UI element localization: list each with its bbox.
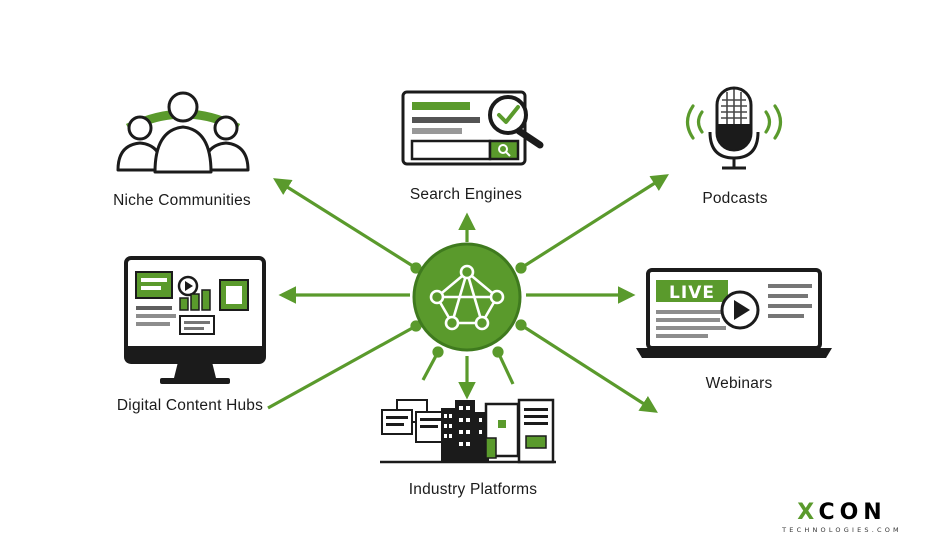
connector-arrows <box>267 174 669 413</box>
microphone-icon <box>685 86 783 170</box>
network-nodes-icon <box>412 242 522 352</box>
label-podcasts: Podcasts <box>702 190 768 207</box>
arrow-to-webinars-lower <box>515 319 658 413</box>
label-industry-platforms: Industry Platforms <box>408 481 538 498</box>
label-digital-content-hubs: Digital Content Hubs <box>116 397 264 414</box>
logo-subtitle: TECHNOLOGIES.COM <box>782 526 902 534</box>
live-webinar-laptop-icon: LIVE <box>636 268 832 358</box>
people-group-icon <box>116 91 250 174</box>
desktop-monitor-icon <box>124 256 266 384</box>
arrow-industry-right-stub <box>492 346 515 385</box>
label-webinars: Webinars <box>705 375 773 392</box>
logo-wordmark: XCON <box>797 500 887 525</box>
arrow-to-digital-content-hubs-lower <box>267 320 422 410</box>
arrow-industry-left-stub <box>421 346 444 381</box>
arrow-to-podcasts <box>515 174 669 274</box>
arrow-to-niche-communities <box>273 178 422 274</box>
label-niche-communities: Niche Communities <box>113 192 251 209</box>
live-badge: LIVE <box>669 283 715 303</box>
label-search-engines: Search Engines <box>409 186 523 203</box>
industry-buildings-icon <box>380 398 556 464</box>
search-browser-icon <box>401 90 544 166</box>
xcon-logo: XCON TECHNOLOGIES.COM <box>762 500 922 535</box>
